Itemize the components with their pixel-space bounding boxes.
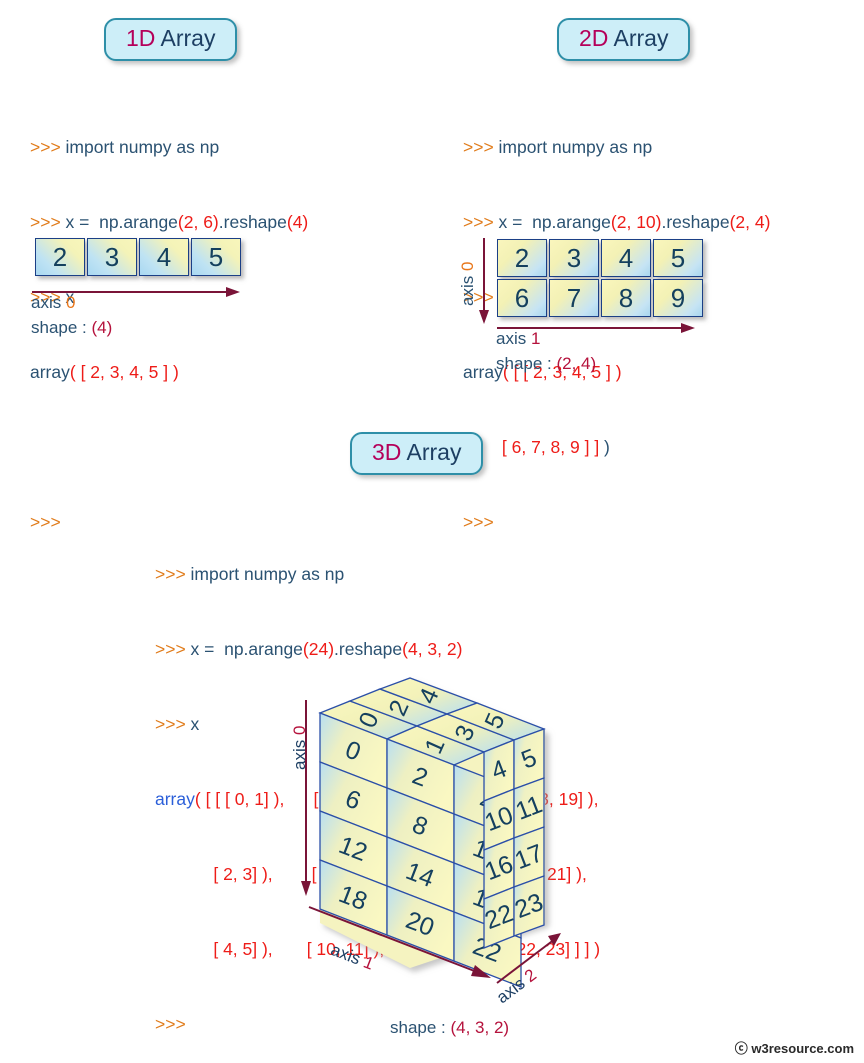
array-cell: 4	[139, 238, 189, 276]
axis0-label-1d: axis 0	[31, 293, 76, 312]
code-line: [ 6, 7, 8, 9 ] ] )	[501, 437, 610, 457]
array-cell: 5	[191, 238, 241, 276]
code-line: >>> import numpy as np	[155, 564, 345, 584]
axis0-arrow-2d	[479, 238, 489, 324]
code-line: array( [ 2, 3, 4, 5 ] )	[30, 362, 179, 382]
title-dim-1d: 1D	[126, 25, 156, 51]
title-pill-2d: 2D Array	[557, 18, 691, 62]
code-line	[30, 435, 308, 460]
shape-label-2d: shape : (2, 4)	[496, 354, 597, 373]
code-block-1d: >>> import numpy as np >>> x = np.arange…	[30, 85, 308, 560]
code-line: >>>	[155, 1014, 186, 1034]
axis2-arrow-3d	[496, 933, 561, 984]
array-cell: 6	[497, 279, 547, 317]
title-word-2d: Array	[608, 25, 669, 51]
array-cell: 5	[653, 239, 703, 277]
array-cell: 7	[549, 279, 599, 317]
code-line: >>> import numpy as np	[30, 137, 220, 157]
code-line: >>> x = np.arange(2, 6).reshape(4)	[30, 212, 309, 232]
array-cell: 8	[601, 279, 651, 317]
code-line: array( [ [ 2, 3, 4, 5 ] )	[463, 362, 622, 382]
array-cell: 9	[653, 279, 703, 317]
axis0-label-2d: axis 0	[458, 261, 477, 306]
axis0-arrow-1d	[32, 287, 240, 297]
axis0-label-3d: axis 0	[290, 725, 309, 770]
title-dim-2d: 2D	[579, 25, 609, 51]
code-line: >>> import numpy as np	[463, 137, 653, 157]
axis1-label-2d: axis 1	[496, 329, 541, 348]
copyright-footer: ⓒ w3resource.com	[734, 1041, 854, 1056]
code-line: >>> x = np.arange(2, 10).reshape(2, 4)	[463, 212, 771, 232]
axis1-arrow-3d	[308, 906, 491, 978]
title-dim-3d: 3D	[372, 439, 402, 465]
axis1-arrow-2d	[497, 323, 695, 333]
code-line: >>>	[30, 512, 61, 532]
code-line: >>> x = np.arange(24).reshape(4, 3, 2)	[155, 639, 463, 659]
array-cell: 3	[87, 238, 137, 276]
title-word-3d: Array	[401, 439, 462, 465]
array-cell: 3	[549, 239, 599, 277]
shape-label-3d: shape : (4, 3, 2)	[390, 1018, 510, 1037]
code-line: >>>	[463, 512, 494, 532]
axis0-arrow-3d	[301, 700, 311, 896]
cube-3d-diagram: 0 1 2 3 4 5 0 2 4 6 8 10 12 14 16 18 20 …	[301, 677, 561, 988]
title-pill-3d: 3D Array	[350, 432, 484, 476]
shape-label-1d: shape : (4)	[31, 318, 113, 337]
title-word-1d: Array	[155, 25, 216, 51]
array-cell: 2	[497, 239, 547, 277]
code-line: >>> x	[155, 714, 200, 734]
title-pill-1d: 1D Array	[104, 18, 238, 62]
array-cell: 4	[601, 239, 651, 277]
array-cell: 2	[35, 238, 85, 276]
code-block-2d: >>> import numpy as np >>> x = np.arange…	[463, 85, 770, 560]
